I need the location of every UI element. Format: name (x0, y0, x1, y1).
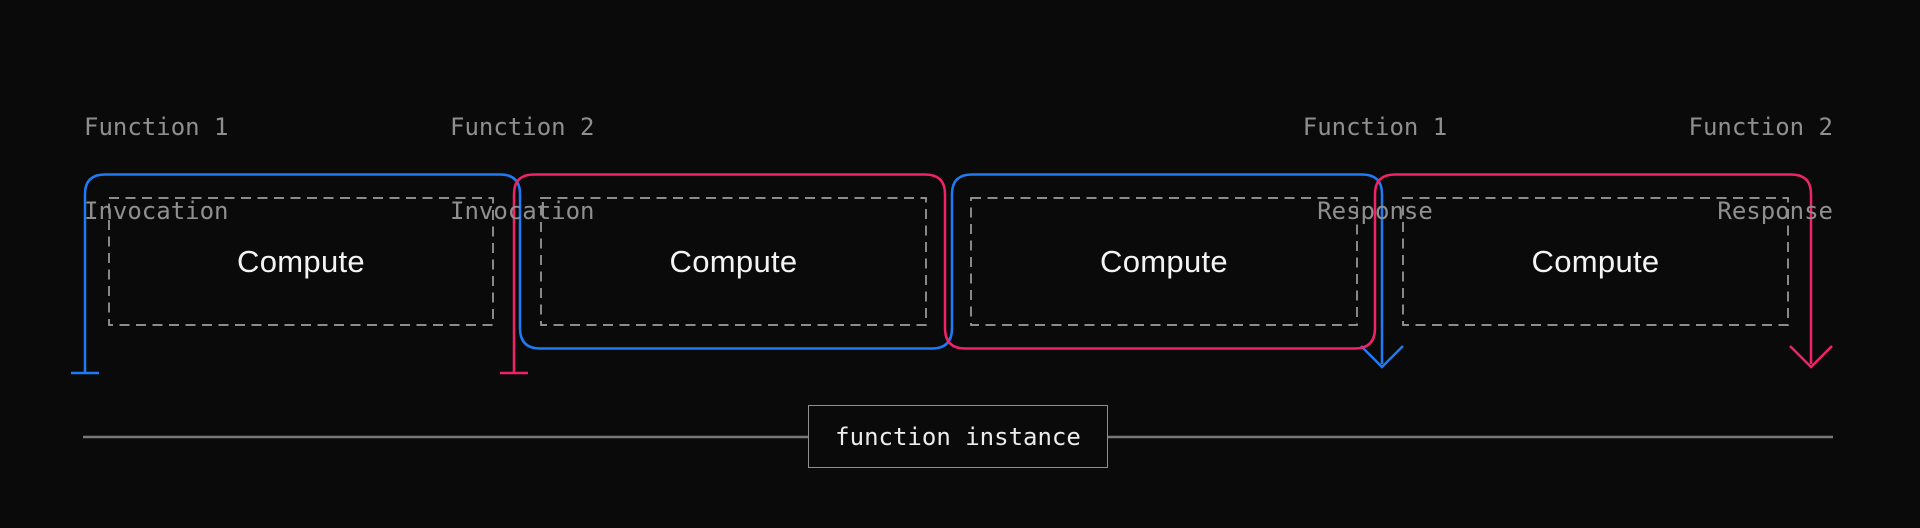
compute-box-outline-1 (108, 197, 494, 326)
label-function1-invocation-line1: Function 1 (84, 113, 229, 141)
compute-box-outline-4 (1402, 197, 1789, 326)
compute-box-outline-2 (540, 197, 927, 326)
compute-label-1: Compute (237, 243, 365, 279)
compute-box-outline-3 (970, 197, 1358, 326)
label-function2-invocation: Function 2 Invocation (450, 57, 595, 281)
label-function2-response-line1: Function 2 (1688, 113, 1834, 141)
function2-response-arrowhead (1789, 345, 1833, 369)
function2-lifeline (512, 173, 1813, 373)
label-function1-response-line1: Function 1 (1302, 113, 1448, 141)
label-function2-invocation-line2: Invocation (450, 197, 595, 225)
label-function1-invocation-line2: Invocation (84, 197, 229, 225)
label-function1-invocation: Function 1 Invocation (84, 57, 229, 281)
label-function2-response: Function 2 Response (1689, 57, 1834, 281)
label-function1-response-line2: Response (1317, 197, 1433, 225)
function-instance-box: function instance (808, 405, 1108, 468)
compute-label-3: Compute (1100, 243, 1228, 279)
function1-lifeline (83, 173, 1384, 373)
function-instance-label: function instance (835, 422, 1081, 451)
function1-response-arrowhead (1360, 345, 1404, 369)
label-function2-invocation-line1: Function 2 (450, 113, 595, 141)
label-function1-response: Function 1 Response (1303, 57, 1448, 281)
compute-label-2: Compute (669, 243, 798, 279)
compute-label-4: Compute (1531, 243, 1660, 279)
label-function2-response-line2: Response (1717, 197, 1833, 225)
